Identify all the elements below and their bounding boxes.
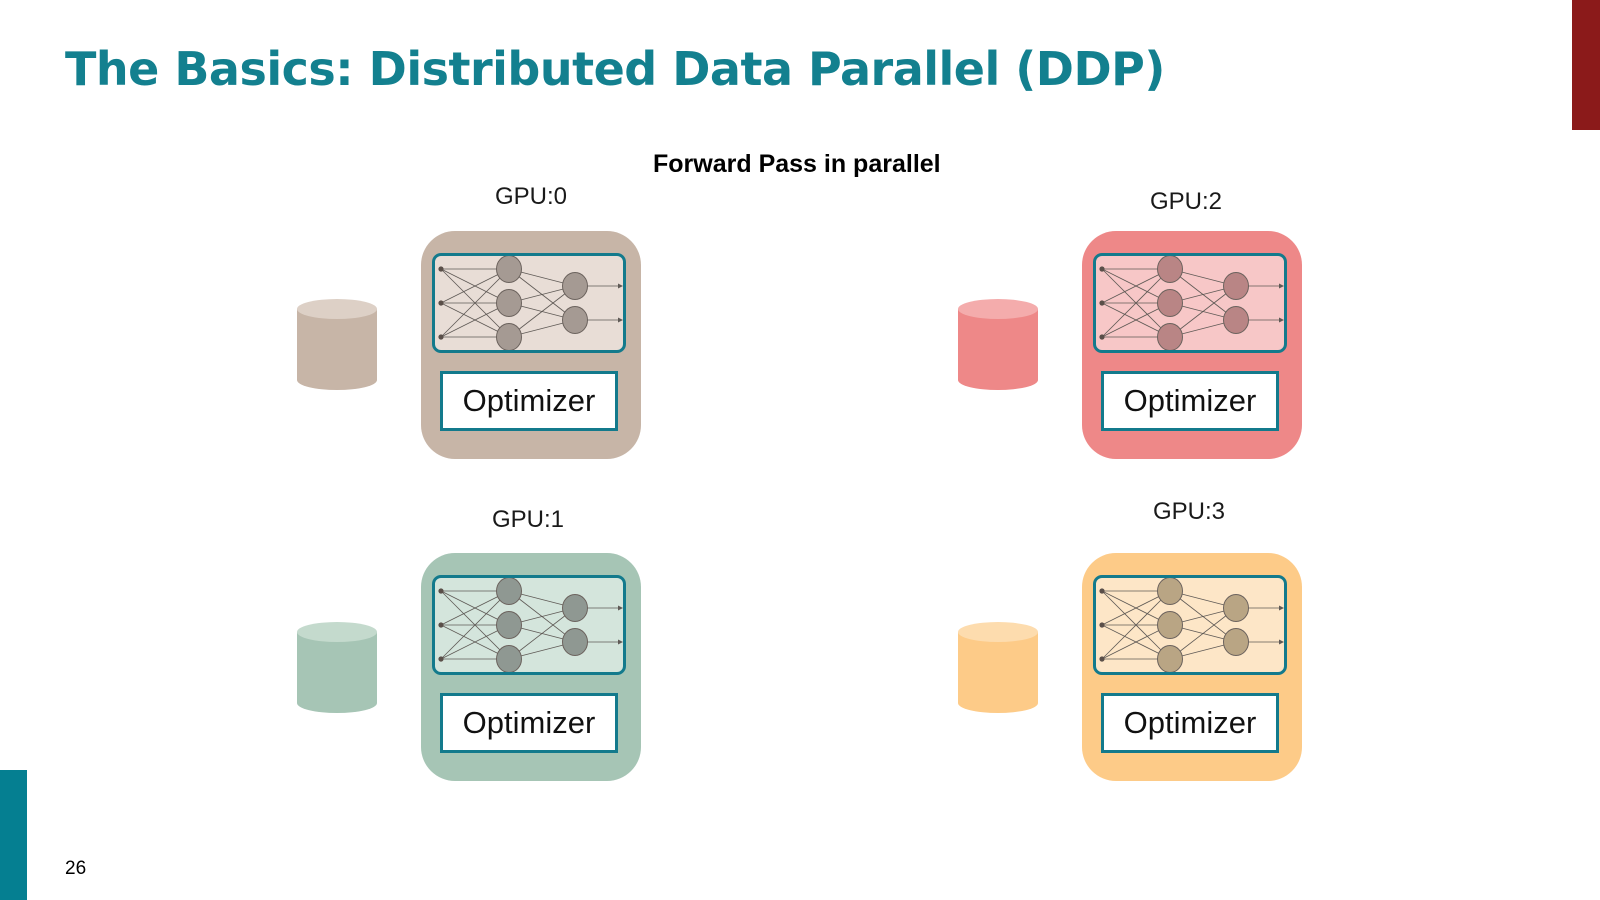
gpu-2-label: GPU:2 xyxy=(1149,188,1223,215)
gpu-1-dataset-cylinder-icon xyxy=(296,621,378,715)
gpu-1-optimizer: Optimizer xyxy=(440,693,618,753)
gpu-0-model-panel xyxy=(432,253,626,353)
gpu-1-box: Optimizer xyxy=(421,553,641,781)
gpu-3-optimizer: Optimizer xyxy=(1101,693,1279,753)
gpu-0-label: GPU:0 xyxy=(494,183,568,210)
gpu-1-model-panel xyxy=(432,575,626,675)
gpu-0-dataset-cylinder-icon xyxy=(296,298,378,392)
neural-network-icon xyxy=(1099,578,1284,672)
gpu-3-model-panel xyxy=(1093,575,1287,675)
diagram-subtitle: Forward Pass in parallel xyxy=(653,150,941,178)
gpu-0-optimizer: Optimizer xyxy=(440,371,618,431)
slide-title: The Basics: Distributed Data Parallel (D… xyxy=(65,42,1165,96)
neural-network-icon xyxy=(438,578,623,672)
gpu-0-box: Optimizer xyxy=(421,231,641,459)
gpu-2-optimizer: Optimizer xyxy=(1101,371,1279,431)
neural-network-icon xyxy=(438,256,623,350)
page-number: 26 xyxy=(65,858,87,879)
gpu-2-model-panel xyxy=(1093,253,1287,353)
accent-bar-right xyxy=(1572,0,1600,130)
gpu-2-box: Optimizer xyxy=(1082,231,1302,459)
accent-bar-left xyxy=(0,770,27,900)
gpu-1-label: GPU:1 xyxy=(491,506,565,533)
gpu-3-label: GPU:3 xyxy=(1152,498,1226,525)
gpu-2-dataset-cylinder-icon xyxy=(957,298,1039,392)
neural-network-icon xyxy=(1099,256,1284,350)
gpu-3-dataset-cylinder-icon xyxy=(957,621,1039,715)
gpu-3-box: Optimizer xyxy=(1082,553,1302,781)
